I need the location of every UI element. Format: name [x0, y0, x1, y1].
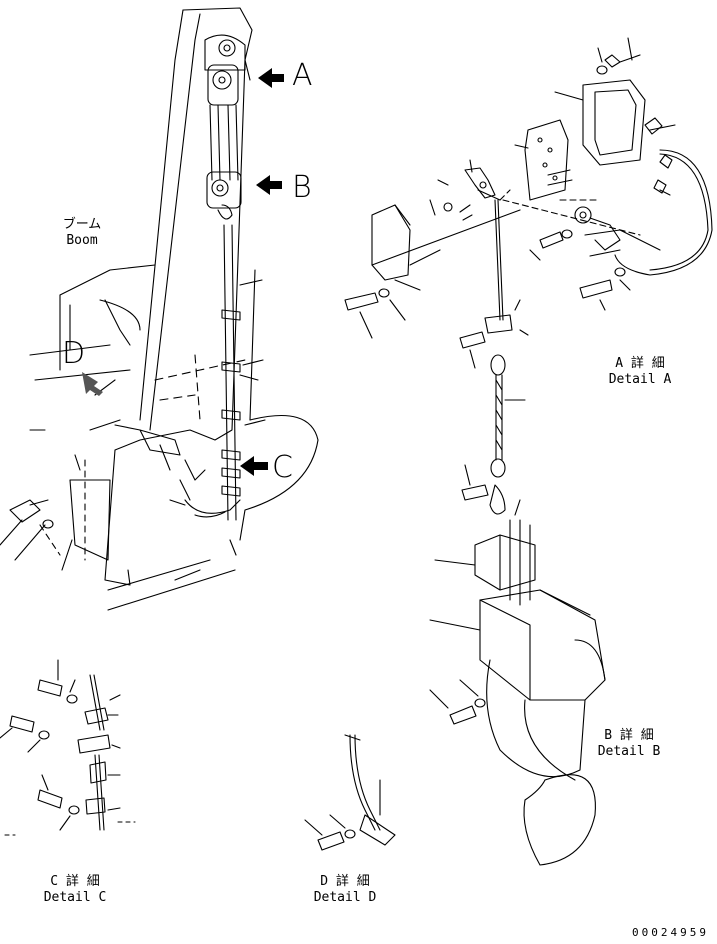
- detail-a-title-jp: A 詳 細: [615, 356, 665, 371]
- drawing-number: 00024959: [632, 926, 709, 939]
- detail-b-title-jp: B 詳 細: [604, 728, 654, 743]
- detail-d-title-jp: D 詳 細: [320, 874, 370, 889]
- detail-c-title-jp: C 詳 細: [50, 874, 100, 889]
- view-marker-a: A: [292, 58, 313, 93]
- detail-a-title-en: Detail A: [608, 372, 672, 387]
- detail-a-view: [344, 37, 713, 369]
- detail-b-title-en: Detail B: [597, 744, 661, 759]
- view-marker-c: C: [272, 450, 293, 485]
- boom-label-jp: ブーム: [62, 217, 102, 232]
- detail-b-view: [429, 354, 606, 866]
- detail-d-view: [304, 734, 396, 851]
- boom-label-en: Boom: [66, 233, 98, 248]
- view-marker-d: D: [62, 336, 86, 371]
- detail-d-title-en: Detail D: [313, 890, 377, 905]
- detail-c-title-en: Detail C: [43, 890, 107, 905]
- view-arrows: [82, 68, 284, 476]
- view-marker-b: B: [292, 170, 312, 205]
- detail-c-view: [0, 659, 136, 836]
- boom-assembly-view: [0, 7, 319, 611]
